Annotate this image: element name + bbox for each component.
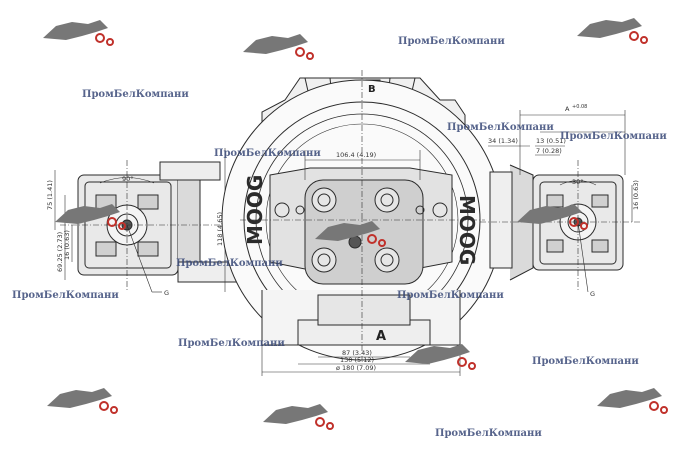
label-port-b: B (368, 84, 376, 95)
center-dimension-lines (261, 150, 461, 376)
watermark-text: ПромБелКомпани (82, 89, 189, 100)
watermark-text: ПромБелКомпани (214, 148, 321, 159)
label-gauge-port-left: G (164, 289, 169, 297)
label-right-view-a: A (565, 105, 570, 113)
watermark-logo-icon (243, 34, 314, 60)
dim-right-16: 16 (0.63) (632, 180, 640, 210)
watermark-text: ПромБелКомпани (176, 258, 283, 269)
watermark-logo-icon (55, 204, 126, 230)
dim-bottom-130: 130 (5.12) (340, 356, 374, 364)
dim-bottom-180: ø 180 (7.09) (336, 364, 376, 372)
watermark-text: ПромБелКомпани (12, 290, 119, 301)
dim-right-13: 13 (0.51) (536, 137, 566, 145)
dim-left-16: 16 (0.63) (63, 230, 71, 260)
watermark-logo-icon (43, 20, 114, 46)
dim-right-34: 34 (1.34) (488, 137, 518, 145)
watermark-text: ПромБелКомпани (435, 428, 542, 439)
dim-left-118: 118 (4.65) (216, 212, 224, 246)
dim-left-angle: 90° (122, 175, 134, 183)
dim-right-7: 7 (0.28) (536, 147, 562, 155)
watermark-logo-icon (315, 221, 386, 247)
watermark-logo-icon (597, 388, 668, 414)
watermark-logo-icon (405, 344, 476, 370)
dim-right-angle: 30° (572, 178, 584, 186)
dim-top-width: 106.4 (4.19) (336, 151, 376, 159)
left-side-view (60, 160, 245, 293)
watermark-logo-icon (517, 204, 588, 230)
dim-right-tol: +0.08 (572, 104, 587, 110)
brand-text-mirror: MOOG (243, 175, 267, 245)
dim-bottom-87: 87 (3.43) (342, 349, 372, 357)
brand-text: MOOG (455, 195, 479, 265)
watermark-text: ПромБелКомпани (398, 36, 505, 47)
dim-left-69: 69.25 (2.73) (56, 232, 64, 272)
label-section-a: A (376, 329, 386, 344)
watermark-text: ПромБелКомпани (178, 338, 285, 349)
watermark-text: ПромБелКомпани (447, 122, 554, 133)
watermark-text: ПромБелКомпани (532, 356, 639, 367)
watermark-text: ПромБелКомпани (397, 290, 504, 301)
watermark-logo-icon (47, 388, 118, 414)
watermark-logo-icon (263, 404, 334, 430)
label-gauge-port-right: G (590, 290, 595, 298)
right-dimension-lines (488, 110, 633, 222)
watermark-logo-icon (577, 18, 648, 44)
center-front-view (221, 70, 503, 361)
watermark-text: ПромБелКомпани (560, 131, 667, 142)
dim-left-75: 75 (1.41) (46, 180, 54, 210)
